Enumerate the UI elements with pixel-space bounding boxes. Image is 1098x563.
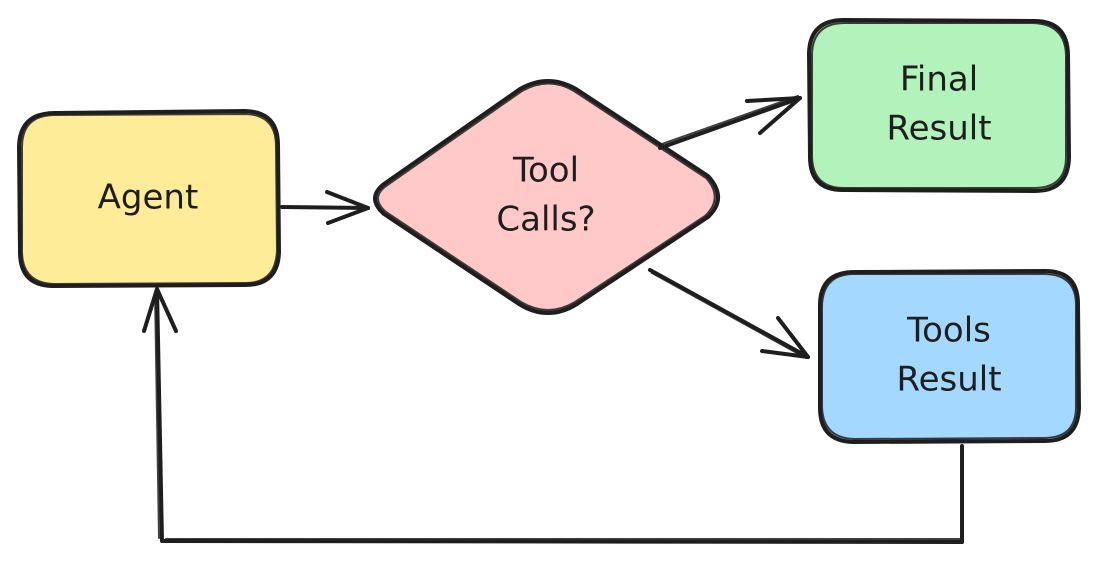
final-result-box	[809, 20, 1069, 191]
final-result-node[interactable]: Final Result	[807, 18, 1071, 193]
tools-result-box-border	[818, 269, 1081, 444]
tools-result-label-line1: Tools	[906, 311, 991, 351]
arrow-tools-to-agent	[142, 287, 964, 544]
agent-node[interactable]: Agent	[17, 109, 281, 288]
arrow-agent-to-decision-head	[325, 190, 370, 225]
arrow-decision-to-tools-head	[760, 316, 810, 359]
arrow-decision-to-final-line	[658, 96, 802, 150]
arrow-decision-to-final-head	[745, 96, 802, 135]
arrow-agent-to-decision-line	[280, 205, 370, 210]
arrow-decision-to-tools-line-sketch	[651, 272, 807, 359]
final-result-label-line2: Result	[886, 109, 991, 149]
agent-box-border	[17, 109, 281, 288]
decision-diamond-border-sketch	[377, 82, 716, 311]
tools-result-label-line2: Result	[896, 360, 1001, 400]
arrow-decision-to-tools	[648, 268, 810, 359]
decision-diamond	[375, 81, 718, 313]
arrow-decision-to-tools-line	[648, 268, 810, 359]
final-result-box-border-sketch	[811, 22, 1067, 189]
tools-result-box-border-sketch	[821, 273, 1077, 440]
decision-node[interactable]: Tool Calls?	[373, 79, 720, 315]
agent-box	[19, 111, 279, 286]
arrow-tools-to-agent-head	[142, 287, 178, 333]
arrow-tools-to-agent-bottom	[162, 539, 964, 544]
arrow-decision-to-final-line-sketch	[661, 95, 799, 145]
final-result-label-line1: Final	[900, 60, 978, 100]
agent-label: Agent	[98, 178, 199, 218]
arrow-agent-to-decision	[280, 190, 370, 225]
tools-result-node[interactable]: Tools Result	[818, 269, 1081, 444]
arrow-tools-to-agent-up-sketch	[154, 291, 160, 539]
decision-diamond-border	[373, 79, 720, 315]
final-result-box-border	[807, 18, 1071, 193]
tools-result-box	[820, 271, 1079, 442]
arrow-tools-to-agent-up	[155, 287, 164, 543]
arrow-decision-to-final	[658, 95, 802, 150]
decision-label-line2: Calls?	[496, 200, 595, 240]
agent-box-border-sketch	[21, 113, 278, 285]
decision-label-line1: Tool	[512, 151, 579, 191]
